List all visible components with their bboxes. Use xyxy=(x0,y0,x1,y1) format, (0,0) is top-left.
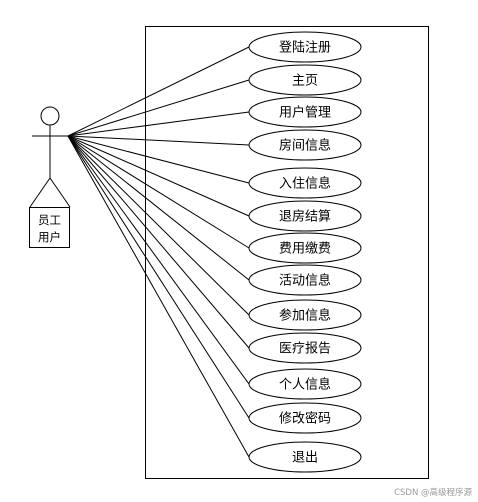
use-case-3-label: 房间信息 xyxy=(279,138,331,154)
use-case-3-ellipse xyxy=(248,129,362,161)
use-case-4-label: 入住信息 xyxy=(279,176,331,192)
watermark-text: CSDN @高级程序源 xyxy=(394,488,472,498)
use-case-5-label: 退房结算 xyxy=(279,209,331,225)
use-case-6-label: 费用缴费 xyxy=(279,242,331,257)
actor-right-leg xyxy=(49,177,71,208)
use-case-0-ellipse xyxy=(248,31,362,63)
use-case-1-ellipse xyxy=(248,64,362,96)
association-lines xyxy=(67,46,250,458)
use-case-11-label: 修改密码 xyxy=(279,411,331,427)
association-line-1 xyxy=(67,79,250,137)
actor-label-line1: 员工 xyxy=(38,213,61,227)
use-case-6-ellipse xyxy=(248,232,362,264)
association-line-10 xyxy=(67,135,250,385)
use-case-10-ellipse xyxy=(248,368,362,400)
system-boundary xyxy=(145,26,429,479)
use-case-group: 登陆注册主页用户管理房间信息入住信息退房结算费用缴费活动信息参加信息医疗报告个人… xyxy=(248,31,362,473)
use-case-9-label: 医疗报告 xyxy=(279,342,331,357)
use-case-5-ellipse xyxy=(248,200,362,232)
use-case-2-label: 用户管理 xyxy=(279,105,331,121)
use-case-8-ellipse xyxy=(248,299,362,331)
association-line-0 xyxy=(67,46,250,137)
use-case-4-ellipse xyxy=(248,167,362,199)
association-line-9 xyxy=(67,135,250,349)
association-line-2 xyxy=(67,111,250,137)
use-case-7-ellipse xyxy=(248,264,362,296)
association-line-3 xyxy=(67,135,250,146)
actor-figure xyxy=(29,106,71,208)
use-case-12-ellipse xyxy=(248,441,362,473)
use-case-7-label: 活动信息 xyxy=(279,273,331,289)
actor-left-leg xyxy=(29,177,51,208)
use-case-8-label: 参加信息 xyxy=(279,308,331,324)
use-case-0-label: 登陆注册 xyxy=(279,40,331,56)
actor-head xyxy=(40,106,60,126)
use-case-2-ellipse xyxy=(248,96,362,128)
association-line-8 xyxy=(67,135,250,316)
association-line-5 xyxy=(67,135,250,217)
use-case-12-label: 退出 xyxy=(292,451,318,466)
association-line-11 xyxy=(67,135,250,419)
association-line-4 xyxy=(67,135,250,184)
association-line-7 xyxy=(67,135,250,281)
association-line-6 xyxy=(67,135,250,249)
use-case-9-ellipse xyxy=(248,332,362,364)
actor-label-box xyxy=(29,207,70,248)
use-case-11-ellipse xyxy=(248,402,362,434)
use-case-10-label: 个人信息 xyxy=(279,377,331,393)
actor-label-line2: 用户 xyxy=(38,230,61,244)
use-case-1-label: 主页 xyxy=(292,74,318,89)
association-line-12 xyxy=(67,135,250,458)
